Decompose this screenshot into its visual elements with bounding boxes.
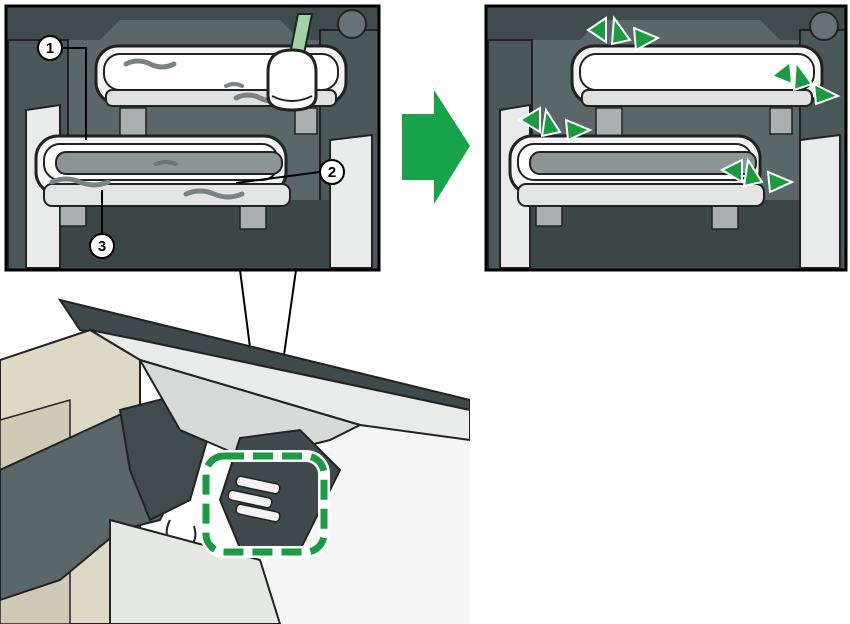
arrow-right-icon	[402, 90, 470, 204]
before-cleaning-panel: 1 2 3	[6, 6, 380, 270]
callout-3: 3	[90, 234, 114, 258]
callout-2: 2	[320, 160, 344, 184]
svg-text:1: 1	[46, 40, 54, 57]
front-wiper-unit	[36, 136, 290, 206]
printer-overview	[0, 300, 470, 624]
callout-1: 1	[38, 36, 62, 60]
svg-text:3: 3	[98, 238, 106, 255]
svg-text:2: 2	[328, 164, 336, 181]
after-cleaning-panel	[486, 6, 846, 270]
